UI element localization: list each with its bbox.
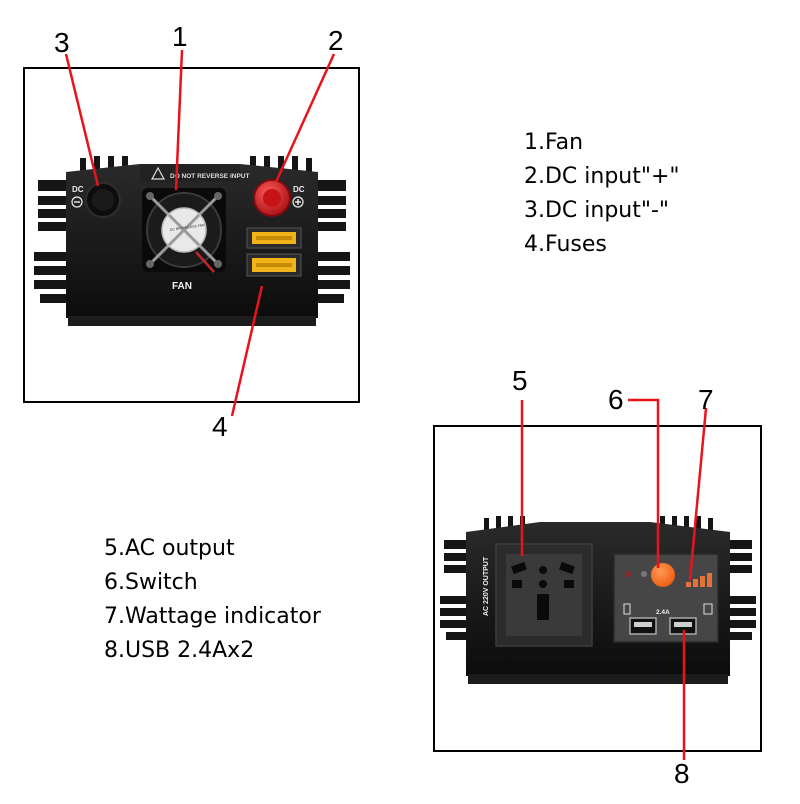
back-inverter-body: AC 220V OUTPUT — [440, 516, 756, 684]
right-heatsink-fins — [318, 180, 350, 303]
callout-2: 2 — [328, 25, 344, 56]
back-panel-frame — [433, 425, 762, 752]
top-heatsink-fins — [80, 156, 312, 172]
callout-line-1 — [174, 49, 184, 191]
fan-icon: DC BRUSHLESS FAN — [142, 188, 226, 273]
callout-line-2 — [274, 53, 336, 183]
dc-negative-label: DC — [72, 185, 84, 194]
callout-1: 1 — [172, 21, 188, 52]
legend-item-dc-positive: 2.DC input"+" — [524, 164, 680, 189]
front-panel-frame — [23, 67, 360, 403]
fuse-holder-top — [246, 227, 302, 249]
callout-line-7 — [688, 407, 708, 581]
warning-label: DO NOT REVERSE INPUT — [170, 173, 249, 180]
fuse-holder-bottom — [246, 253, 302, 277]
back-right-heatsink-fins — [730, 540, 756, 640]
legend-item-wattage-indicator: 7.Wattage indicator — [104, 604, 321, 629]
fan-sticker-label: DC BRUSHLESS FAN — [170, 223, 206, 232]
dc-negative-terminal — [85, 182, 121, 218]
front-inverter-body: DO NOT REVERSE INPUT DC DC — [34, 156, 350, 326]
callout-5: 5 — [512, 365, 528, 396]
usb-icon — [623, 603, 713, 615]
fan-label: FAN — [172, 281, 192, 292]
usb-port-1 — [629, 617, 657, 635]
dc-positive-terminal — [253, 179, 291, 217]
minus-icon — [71, 196, 83, 208]
back-left-heatsink-fins — [440, 540, 466, 640]
callout-8: 8 — [674, 758, 690, 789]
legend-item-ac-output: 5.AC output — [104, 536, 235, 561]
callout-line-4 — [230, 285, 264, 417]
front-panel: DO NOT REVERSE INPUT DC DC — [23, 21, 360, 442]
ac-outlet — [495, 543, 593, 647]
callout-7: 7 — [698, 384, 714, 415]
plus-icon — [292, 196, 304, 208]
back-panel: AC 220V OUTPUT — [433, 365, 762, 789]
callout-4: 4 — [212, 411, 228, 442]
callout-3: 3 — [54, 27, 70, 58]
legend-item-usb: 8.USB 2.4Ax2 — [104, 638, 255, 663]
callout-line-3 — [64, 53, 100, 187]
dc-positive-label: DC — [293, 185, 305, 194]
usb-current-label: 2.4A — [656, 609, 670, 616]
left-heatsink-fins — [34, 180, 66, 303]
ac-output-label: AC 220V OUTPUT — [483, 556, 490, 616]
legend-item-switch: 6.Switch — [104, 570, 198, 595]
back-legend: 5.AC output 6.Switch 7.Wattage indicator… — [104, 532, 321, 668]
front-legend: 1.Fan 2.DC input"+" 3.DC input"-" 4.Fuse… — [524, 126, 680, 262]
warning-icon — [150, 166, 166, 180]
legend-item-dc-negative: 3.DC input"-" — [524, 198, 670, 223]
legend-item-fuses: 4.Fuses — [524, 232, 607, 257]
legend-item-fan: 1.Fan — [524, 130, 584, 155]
wattage-indicator — [686, 573, 712, 587]
callout-6: 6 — [608, 384, 624, 415]
callout-line-6 — [628, 398, 660, 568]
power-switch — [651, 563, 675, 587]
